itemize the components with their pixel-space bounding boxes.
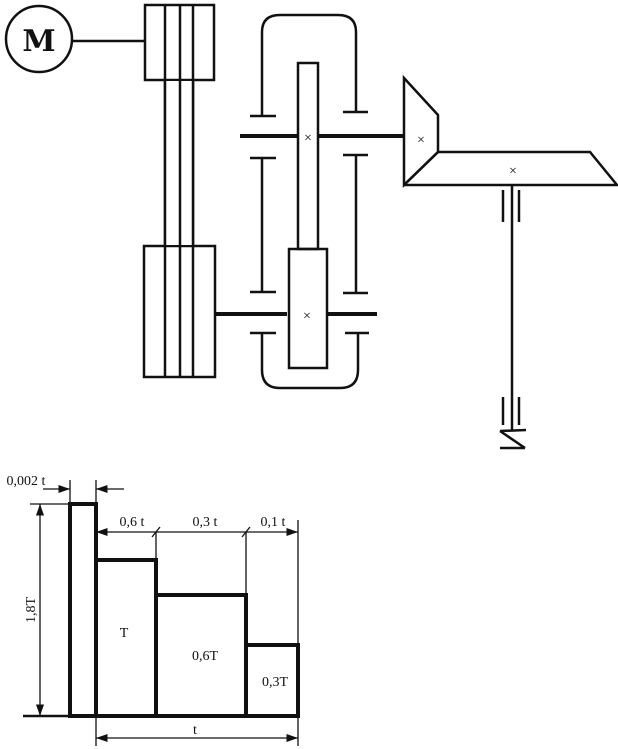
belt-drive — [142, 3, 217, 379]
gear-mark: × — [417, 133, 425, 148]
gear-mark: × — [509, 164, 517, 179]
output-shaft — [499, 185, 527, 450]
torque-label: 0,6T — [192, 649, 219, 664]
torque-label: 0,3T — [262, 675, 289, 690]
spur-gearbox — [216, 13, 404, 390]
duration-label: 0,3 t — [193, 515, 218, 530]
total-time-label: t — [193, 723, 197, 738]
gear-mark: × — [304, 131, 312, 146]
electric-motor: M — [4, 4, 74, 74]
bar-peak — [68, 502, 98, 718]
duration-label: 0,1 t — [261, 515, 286, 530]
torque-label: T — [120, 626, 129, 641]
motor-label: M — [22, 24, 55, 59]
gear-mark: × — [303, 309, 311, 324]
load-graph — [23, 480, 300, 746]
peak-torque-label: 1,8T — [24, 597, 39, 624]
peak-duration-label: 0,002 t — [7, 474, 46, 489]
bevel-gear-pair — [402, 74, 618, 188]
duration-label: 0,6 t — [120, 515, 145, 530]
